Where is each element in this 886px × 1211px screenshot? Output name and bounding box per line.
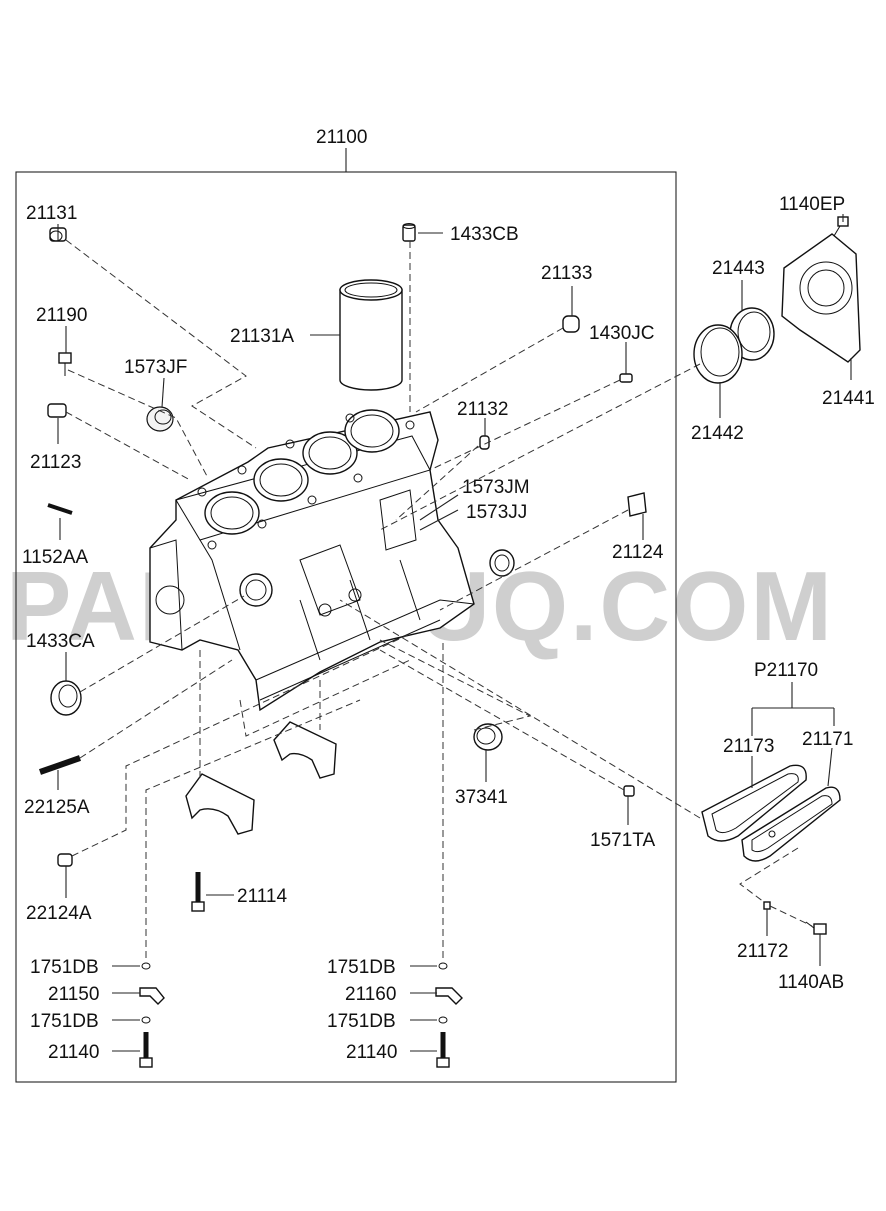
- assembly-frame: [15, 148, 677, 1083]
- bolt-21190: [58, 352, 72, 376]
- label-21132: 21132: [457, 399, 508, 420]
- label-1433cb: 1433CB: [450, 224, 519, 245]
- seal-1433ca: [50, 680, 82, 716]
- label-21123: 21123: [30, 452, 81, 473]
- bolt-21114: [191, 872, 205, 912]
- bushing-37341: [473, 723, 503, 751]
- cover-21171: [741, 786, 841, 862]
- rear-oil-seal-case-21441: [781, 233, 861, 363]
- label-1751db-right-1: 1751DB: [327, 957, 396, 978]
- leader-lines: [57, 214, 852, 1052]
- label-1751db-left-2: 1751DB: [30, 1011, 99, 1032]
- label-21150: 21150: [48, 984, 99, 1005]
- label-1433ca: 1433CA: [26, 631, 95, 652]
- label-21114: 21114: [237, 886, 287, 907]
- label-22125a: 22125A: [24, 797, 90, 818]
- main-bearing-cap-upper: [273, 721, 337, 779]
- plug-1573jf: [146, 406, 174, 432]
- label-21140-right: 21140: [346, 1042, 397, 1063]
- label-1751db-left-1: 1751DB: [30, 957, 99, 978]
- part-labels: 21100 21131 1433CB 21133 1430JC 21190 15…: [22, 127, 875, 1063]
- pin-1430jc: [619, 373, 633, 383]
- label-1152aa: 1152AA: [22, 547, 89, 568]
- label-p21170: P21170: [754, 660, 818, 681]
- label-21190: 21190: [36, 305, 87, 326]
- label-37341: 37341: [455, 787, 508, 808]
- bolt-1140ep: [833, 216, 849, 237]
- label-1140ab: 1140AB: [778, 972, 844, 993]
- label-21173: 21173: [723, 736, 774, 757]
- plug-22124a: [57, 853, 73, 867]
- label-21441: 21441: [822, 388, 875, 409]
- stud-1152aa: [47, 503, 73, 515]
- label-21160: 21160: [345, 984, 396, 1005]
- cylinder-liner-21131a: [339, 279, 403, 391]
- label-21131a: 21131A: [230, 326, 294, 347]
- label-21172: 21172: [737, 941, 788, 962]
- label-22124a: 22124A: [26, 903, 92, 924]
- bolt-1140ab: [805, 921, 827, 935]
- main-bearing-cap-lower: [185, 773, 255, 835]
- gasket-21442: [693, 324, 743, 384]
- plug-21123: [47, 403, 67, 418]
- label-1751db-right-2: 1751DB: [327, 1011, 396, 1032]
- bottom-hardware-left: [139, 962, 165, 1068]
- label-1573jf: 1573JF: [124, 357, 187, 378]
- pin-21172: [763, 901, 771, 910]
- cover-gasket-21173: [701, 764, 807, 842]
- bottom-hardware-right: [435, 962, 463, 1068]
- plug-21133: [562, 315, 580, 333]
- label-21100: 21100: [316, 127, 367, 148]
- label-1573jm: 1573JM: [462, 477, 530, 498]
- label-1430jc: 1430JC: [589, 323, 655, 344]
- dowel-21124: [627, 492, 647, 517]
- reference-lines: [65, 239, 813, 958]
- seal-1573jj: [489, 549, 515, 577]
- label-21131: 21131: [26, 203, 77, 224]
- label-21442: 21442: [691, 423, 744, 444]
- label-21171: 21171: [802, 729, 853, 750]
- pin-1571ta: [623, 785, 635, 797]
- cylinder-block-drawing: [149, 409, 475, 712]
- label-1140ep: 1140EP: [779, 194, 845, 215]
- label-21443: 21443: [712, 258, 765, 279]
- label-21133: 21133: [541, 263, 592, 284]
- label-21140-left: 21140: [48, 1042, 99, 1063]
- plug-1433cb: [402, 223, 416, 242]
- label-21124: 21124: [612, 542, 664, 563]
- label-1573jj: 1573JJ: [466, 502, 527, 523]
- stud-22125a: [39, 755, 81, 775]
- label-1571ta: 1571TA: [590, 830, 655, 851]
